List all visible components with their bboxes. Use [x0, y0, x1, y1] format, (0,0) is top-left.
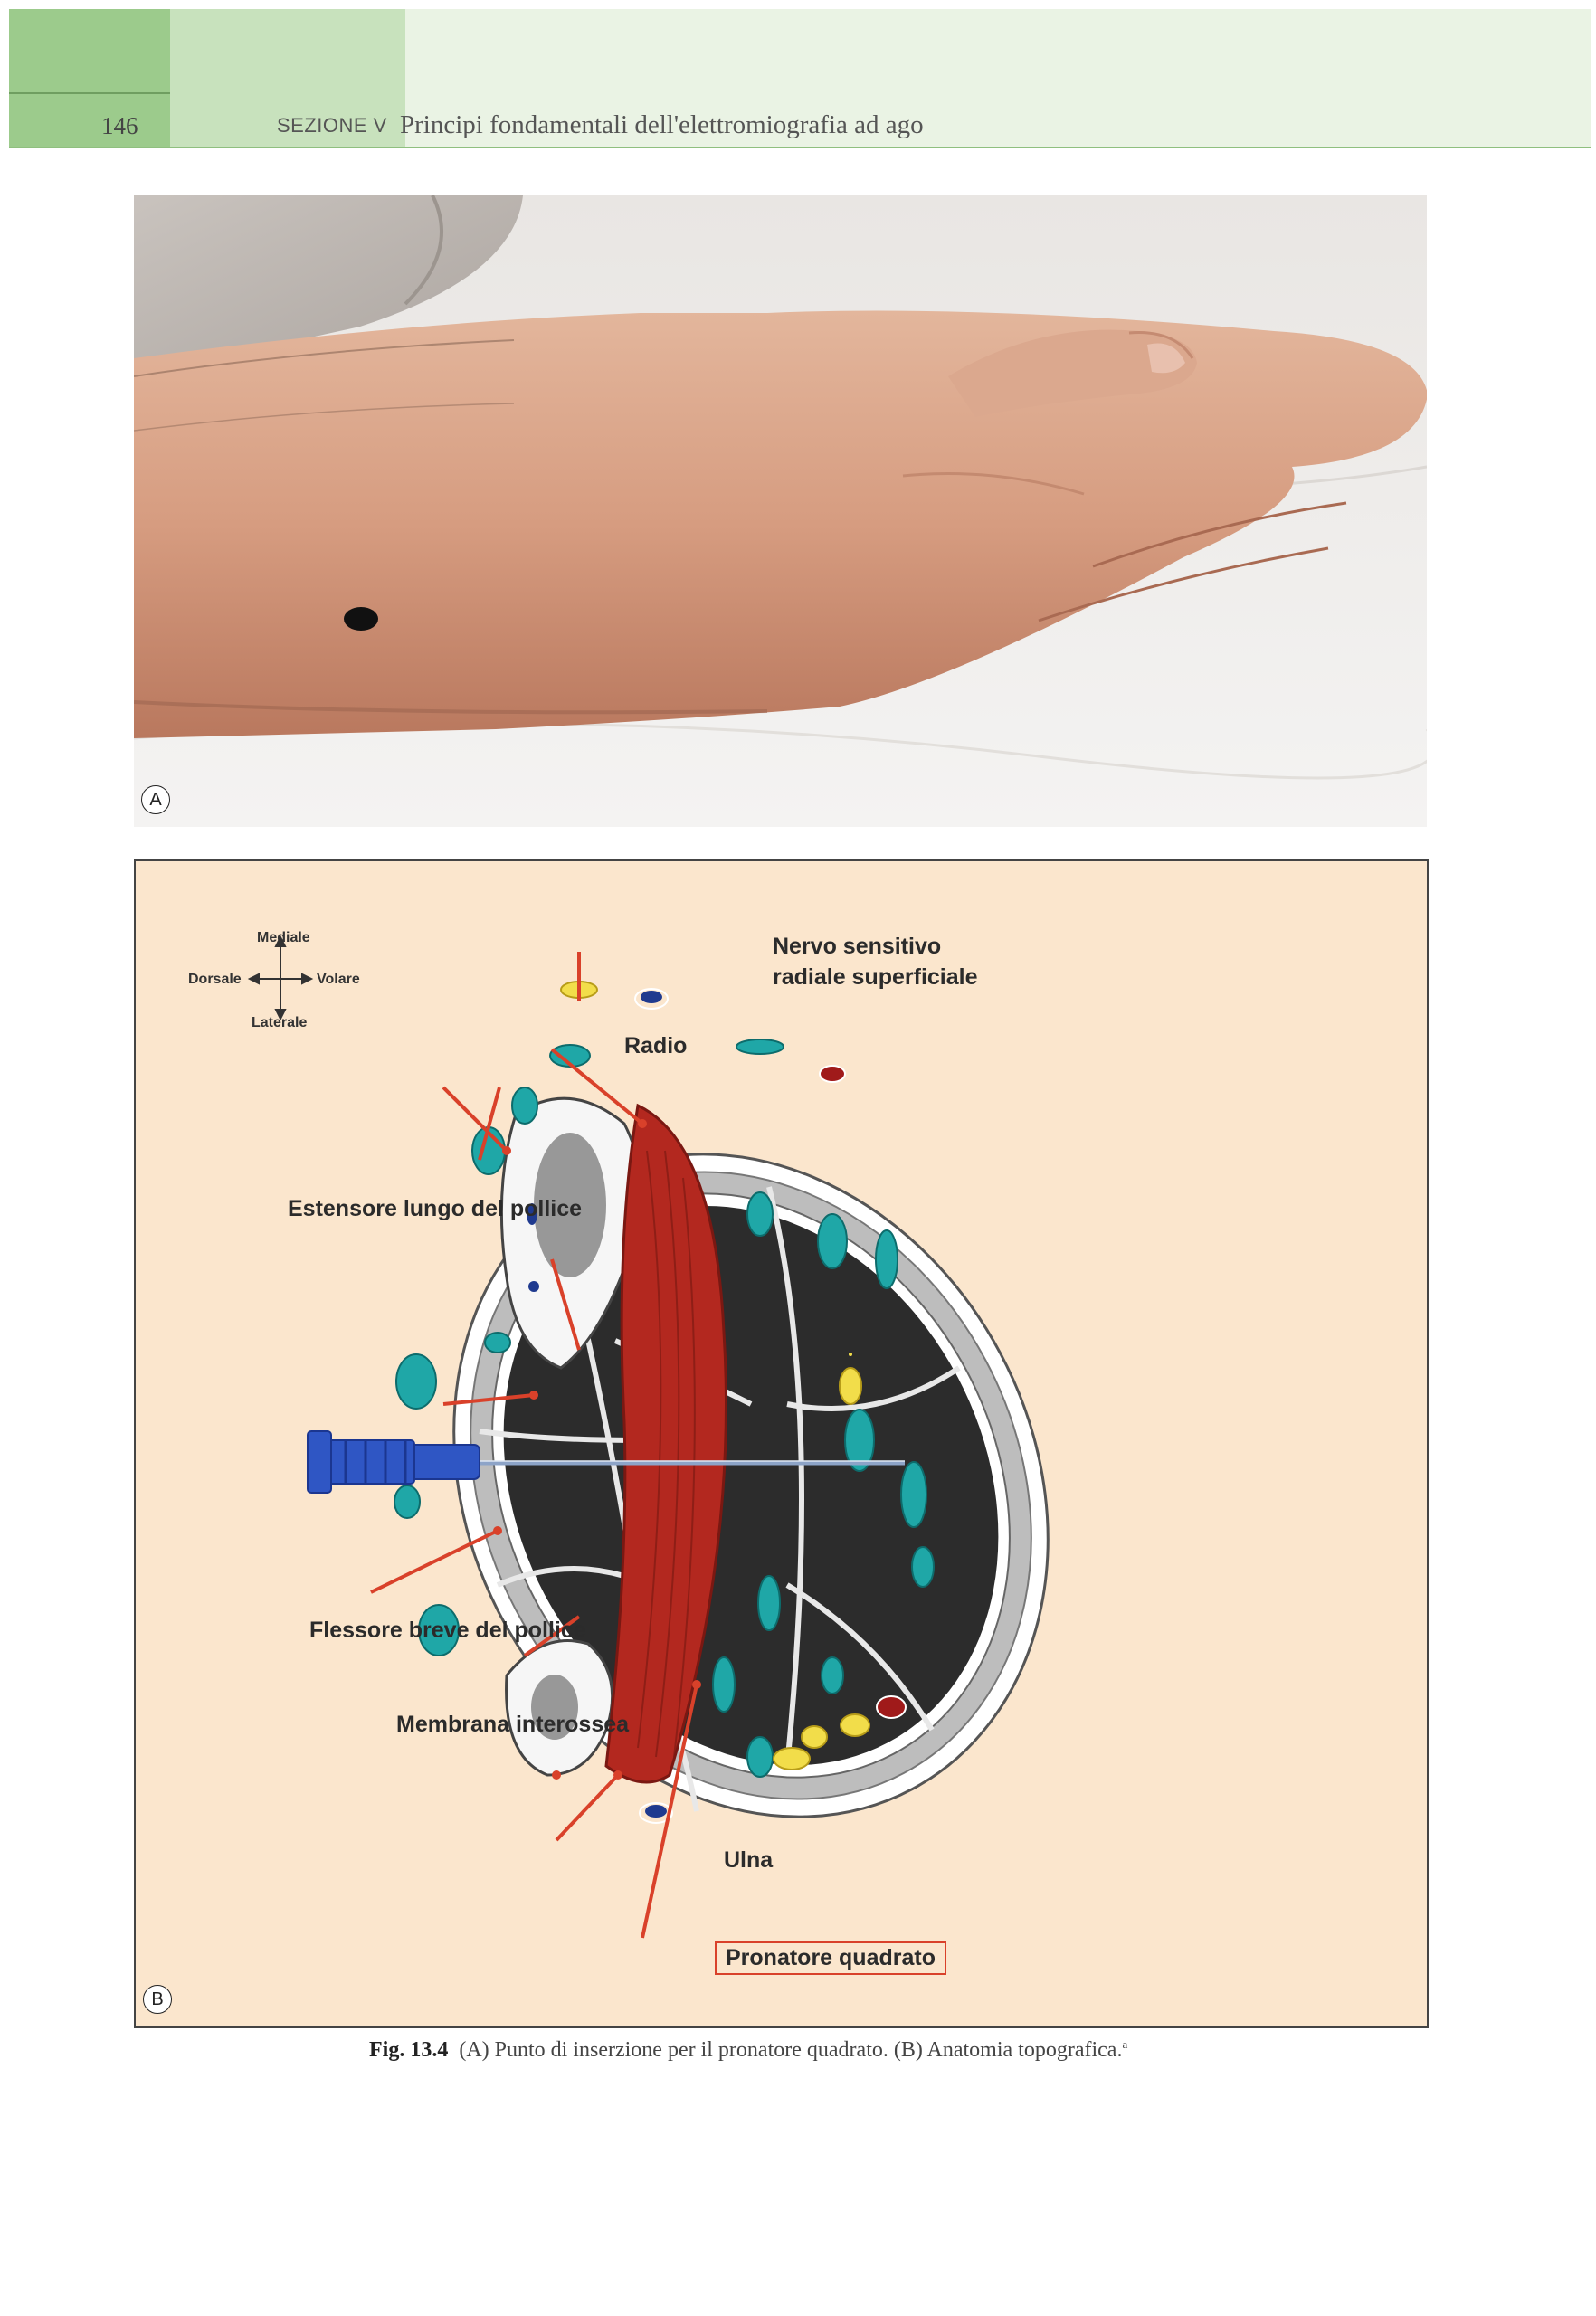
leader-lines — [370, 952, 698, 1939]
pronator-quadratus-muscle — [604, 1103, 727, 1784]
page-header — [9, 9, 1591, 148]
compass-laterale: Laterale — [252, 1015, 308, 1030]
caption-text: (A) Punto di inserzione per il pronatore… — [459, 2038, 1123, 2062]
label-membrana: Membrana interossea — [396, 1712, 630, 1737]
page-number: 146 — [101, 112, 138, 139]
forearm-photo — [134, 195, 1427, 827]
panel-label-a: A — [141, 785, 170, 814]
cross-section-diagram — [247, 935, 1050, 1939]
arteries — [819, 1065, 907, 1719]
insertion-point-marker — [344, 607, 378, 631]
compass-mediale: Mediale — [257, 930, 310, 945]
figure-number: Fig. 13.4 — [369, 2038, 449, 2062]
anatomy-panel-b: Mediale Dorsale Volare Laterale Nervo se… — [134, 859, 1429, 2028]
label-nervo-line1: Nervo sensitivo — [773, 934, 942, 959]
emg-needle — [307, 1430, 905, 1494]
orientation-compass — [247, 935, 314, 1021]
tendons — [394, 1039, 935, 1778]
header-block-light — [405, 9, 1591, 148]
ulna-marrow — [531, 1675, 578, 1740]
label-ulna: Ulna — [724, 1847, 774, 1873]
label-radio: Radio — [624, 1033, 688, 1058]
photo-panel-a: A — [134, 195, 1427, 827]
header-rule — [9, 147, 1591, 148]
panel-label-b: B — [143, 1985, 172, 2014]
header-rule-short — [9, 92, 170, 94]
compass-dorsale: Dorsale — [188, 972, 242, 987]
nerves — [773, 1367, 870, 1770]
compass-volare: Volare — [317, 972, 360, 987]
header-block-dark — [9, 9, 170, 148]
radius-marrow — [534, 1133, 606, 1277]
label-estensore: Estensore lungo del pollice — [288, 1196, 583, 1221]
label-pronatore: Pronatore quadrato — [715, 1941, 946, 1975]
leader-dots — [493, 1119, 701, 1780]
pronator-fibers — [637, 1150, 696, 1758]
running-title: Principi fondamentali dell'elettromiogra… — [400, 110, 924, 139]
label-nervo-line2: radiale superficiale — [773, 964, 978, 990]
section-label: SEZIONE V — [277, 114, 387, 137]
figure-caption: Fig. 13.4 (A) Punto di inserzione per il… — [369, 2037, 1127, 2063]
caption-superscript: a — [1122, 2037, 1128, 2051]
veins — [527, 988, 673, 1824]
label-flessore: Flessore breve del pollice — [309, 1618, 586, 1643]
header-block-mid — [170, 9, 405, 148]
